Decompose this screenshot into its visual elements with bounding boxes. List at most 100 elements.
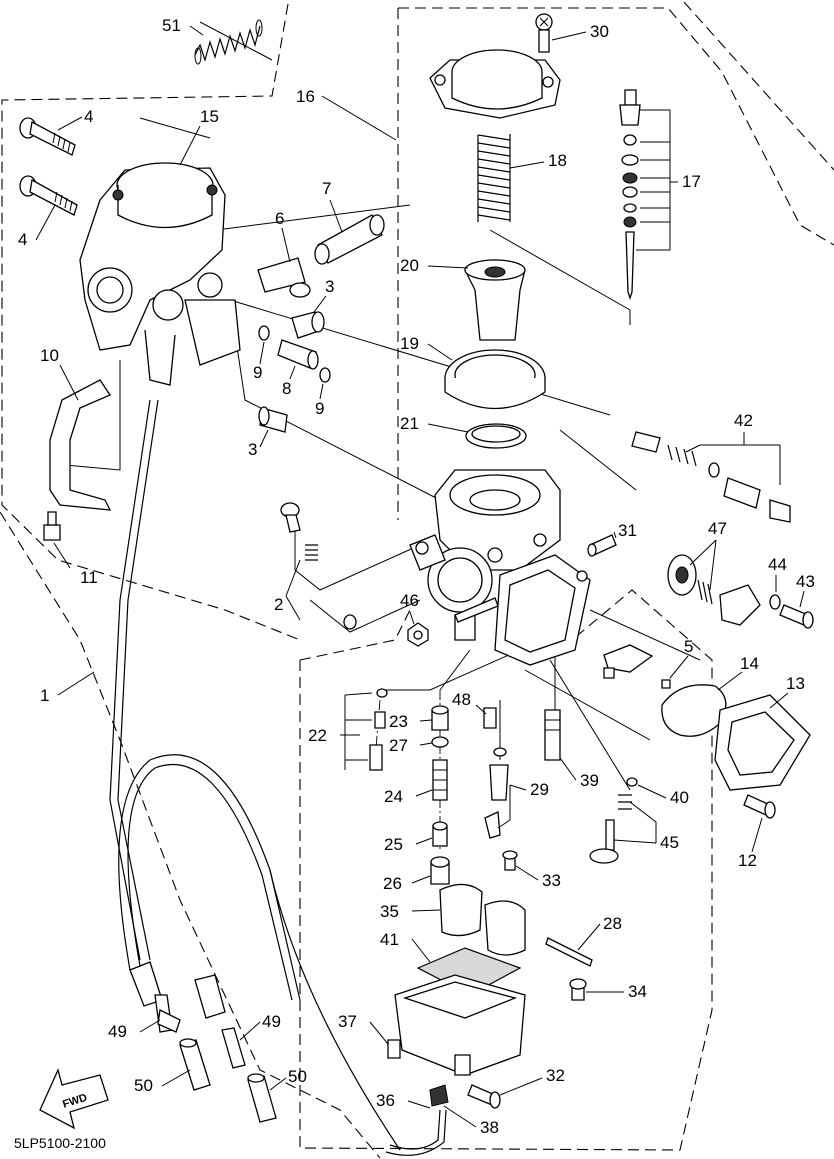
gasket-14 [661, 684, 727, 737]
screw-43 [779, 604, 814, 629]
nut-46 [407, 622, 429, 647]
part-label-49-left: 49 [108, 1022, 127, 1041]
piston-valve-20 [464, 259, 526, 341]
part-label-20: 20 [400, 256, 419, 275]
collar-3-upper [291, 311, 325, 339]
carburetor-assembly-complete [79, 162, 241, 386]
needle-valve-29 [484, 747, 509, 839]
o-ring-27 [431, 736, 449, 748]
part-label-25: 25 [384, 835, 403, 854]
choke-parts-47 [667, 554, 713, 605]
part-label-41: 41 [380, 930, 399, 949]
diaphragm-19 [444, 349, 546, 410]
part-label-37: 37 [338, 1012, 357, 1031]
lever-plate-5 [603, 644, 671, 689]
screw-37 [387, 1039, 401, 1059]
o-ring-40 [626, 777, 638, 787]
part-label-35: 35 [380, 902, 399, 921]
part-label-21: 21 [400, 414, 419, 433]
part-labels: 51 16 4 15 4 7 6 3 9 8 9 3 10 11 30 18 1… [18, 16, 815, 1137]
collar-3-lower [258, 406, 288, 433]
part-label-2: 2 [274, 595, 283, 614]
part-label-6: 6 [275, 209, 284, 228]
part-label-12: 12 [738, 851, 757, 870]
spring-51 [194, 19, 263, 65]
jet-48 [483, 707, 497, 729]
bracket-10 [49, 379, 112, 511]
needle-jet-24 [432, 759, 448, 801]
screw-4-upper [19, 117, 76, 156]
float-bowl [394, 974, 526, 1076]
part-label-30: 30 [590, 22, 609, 41]
cover-13 [714, 694, 811, 791]
part-label-9-left: 9 [253, 363, 262, 382]
part-label-18: 18 [548, 151, 567, 170]
part-label-50-left: 50 [134, 1076, 153, 1095]
pipe-7 [314, 214, 385, 265]
throttle-stop-screw [454, 597, 499, 623]
part-label-49-right: 49 [262, 1012, 281, 1031]
choke-lever-44 [719, 584, 781, 626]
part-label-4-upper: 4 [84, 107, 93, 126]
part-label-17: 17 [682, 172, 701, 191]
part-label-3-lower: 3 [248, 440, 257, 459]
o-ring-21 [465, 423, 527, 449]
float-35 [439, 883, 526, 956]
hose-ends [129, 961, 226, 1019]
screw-45 [589, 794, 632, 864]
clip-38 [429, 1084, 449, 1107]
fwd-arrow-icon: FWD [39, 1068, 109, 1130]
hose-50-right [247, 1073, 277, 1123]
collar-26 [430, 856, 450, 885]
part-label-34: 34 [628, 982, 647, 1001]
screw-31 [587, 534, 617, 557]
part-label-5: 5 [684, 637, 693, 656]
drawing-code: 5LP5100-2100 [14, 1135, 106, 1151]
part-label-1: 1 [40, 686, 49, 705]
part-label-33: 33 [542, 871, 561, 890]
o-ring-9-right [319, 367, 331, 383]
part-label-19: 19 [400, 334, 419, 353]
part-label-4-lower: 4 [18, 230, 27, 249]
idle-adjuster-42 [631, 431, 791, 523]
part-label-51: 51 [162, 16, 181, 35]
part-label-13: 13 [786, 674, 805, 693]
part-label-16: 16 [296, 87, 315, 106]
part-label-15: 15 [200, 107, 219, 126]
screw-34 [569, 978, 587, 1001]
part-label-46: 46 [400, 591, 419, 610]
drain-screw-32 [467, 1084, 501, 1109]
pin-28 [545, 937, 593, 967]
hose-50-left [179, 1038, 211, 1091]
fitting-6 [257, 257, 311, 298]
jet-set-22 [369, 688, 388, 771]
top-cap-16 [429, 49, 561, 119]
part-label-50-right: 50 [288, 1067, 307, 1086]
part-label-47: 47 [708, 519, 727, 538]
part-label-38: 38 [480, 1118, 499, 1137]
part-label-32: 32 [546, 1066, 565, 1085]
part-label-43: 43 [796, 572, 815, 591]
part-label-40: 40 [670, 788, 689, 807]
part-label-31: 31 [618, 521, 637, 540]
jet-23 [431, 705, 449, 731]
screw-30 [535, 13, 553, 53]
screw-4-lower [19, 175, 78, 216]
o-ring-9-left [258, 325, 270, 341]
part-label-3-upper: 3 [325, 277, 334, 296]
hose-36 [385, 1109, 447, 1156]
part-label-10: 10 [40, 346, 59, 365]
part-label-29: 29 [530, 780, 549, 799]
screw-33 [502, 850, 518, 871]
part-label-11: 11 [80, 568, 98, 587]
part-label-45: 45 [660, 833, 679, 852]
part-label-48: 48 [452, 690, 471, 709]
part-label-22: 22 [308, 726, 327, 745]
pipe-8 [277, 339, 319, 370]
needle-set-17 [619, 89, 641, 301]
part-label-44: 44 [768, 555, 787, 574]
main-jet-25 [432, 821, 448, 847]
screw-12 [743, 794, 776, 819]
vent-hoses [109, 399, 401, 1151]
